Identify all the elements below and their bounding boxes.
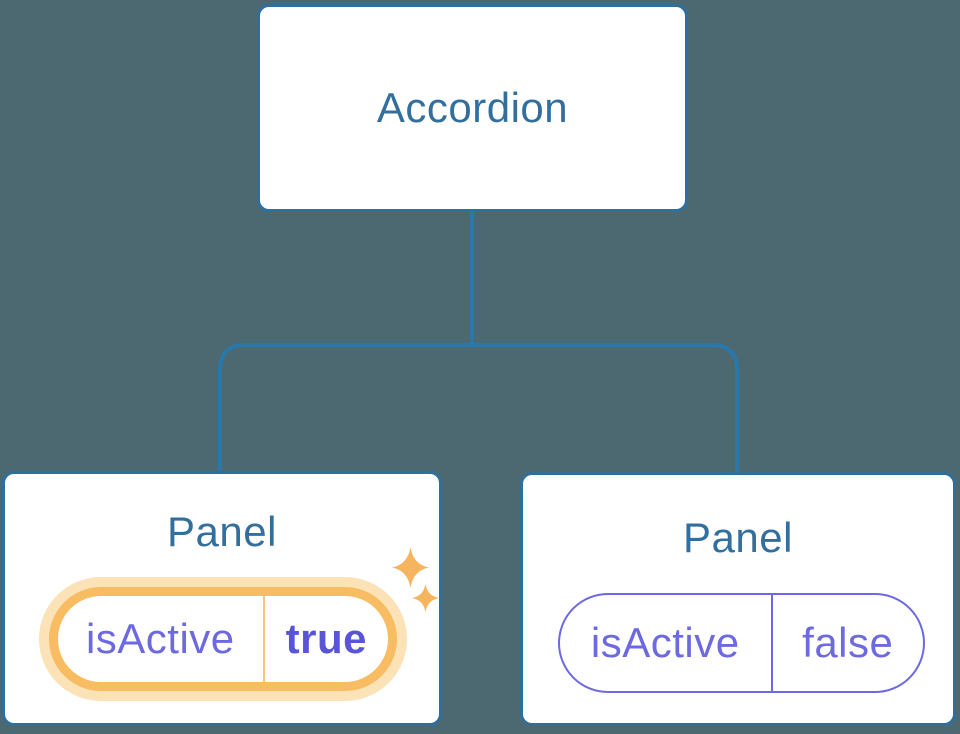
state-name: isActive <box>590 619 740 666</box>
state-pill-inactive: isActive false <box>558 593 925 693</box>
sparkle-icon <box>392 547 429 588</box>
panel-title: Panel <box>683 514 793 561</box>
panel-node-active: Panel isActive true <box>2 471 442 726</box>
state-value: false <box>802 619 894 666</box>
pill-divider <box>262 596 265 682</box>
panel-node-inactive: Panel isActive false <box>520 472 956 726</box>
sparkle-icon <box>412 584 439 612</box>
connector-branch <box>218 343 739 472</box>
state-value: true <box>285 615 367 662</box>
accordion-label: Accordion <box>376 84 569 131</box>
pill-divider <box>770 595 773 691</box>
connector-stem <box>470 211 474 347</box>
state-pill-active: isActive true <box>49 587 397 691</box>
state-name: isActive <box>85 615 235 662</box>
panel-title: Panel <box>167 508 277 555</box>
accordion-node: Accordion <box>257 4 688 212</box>
